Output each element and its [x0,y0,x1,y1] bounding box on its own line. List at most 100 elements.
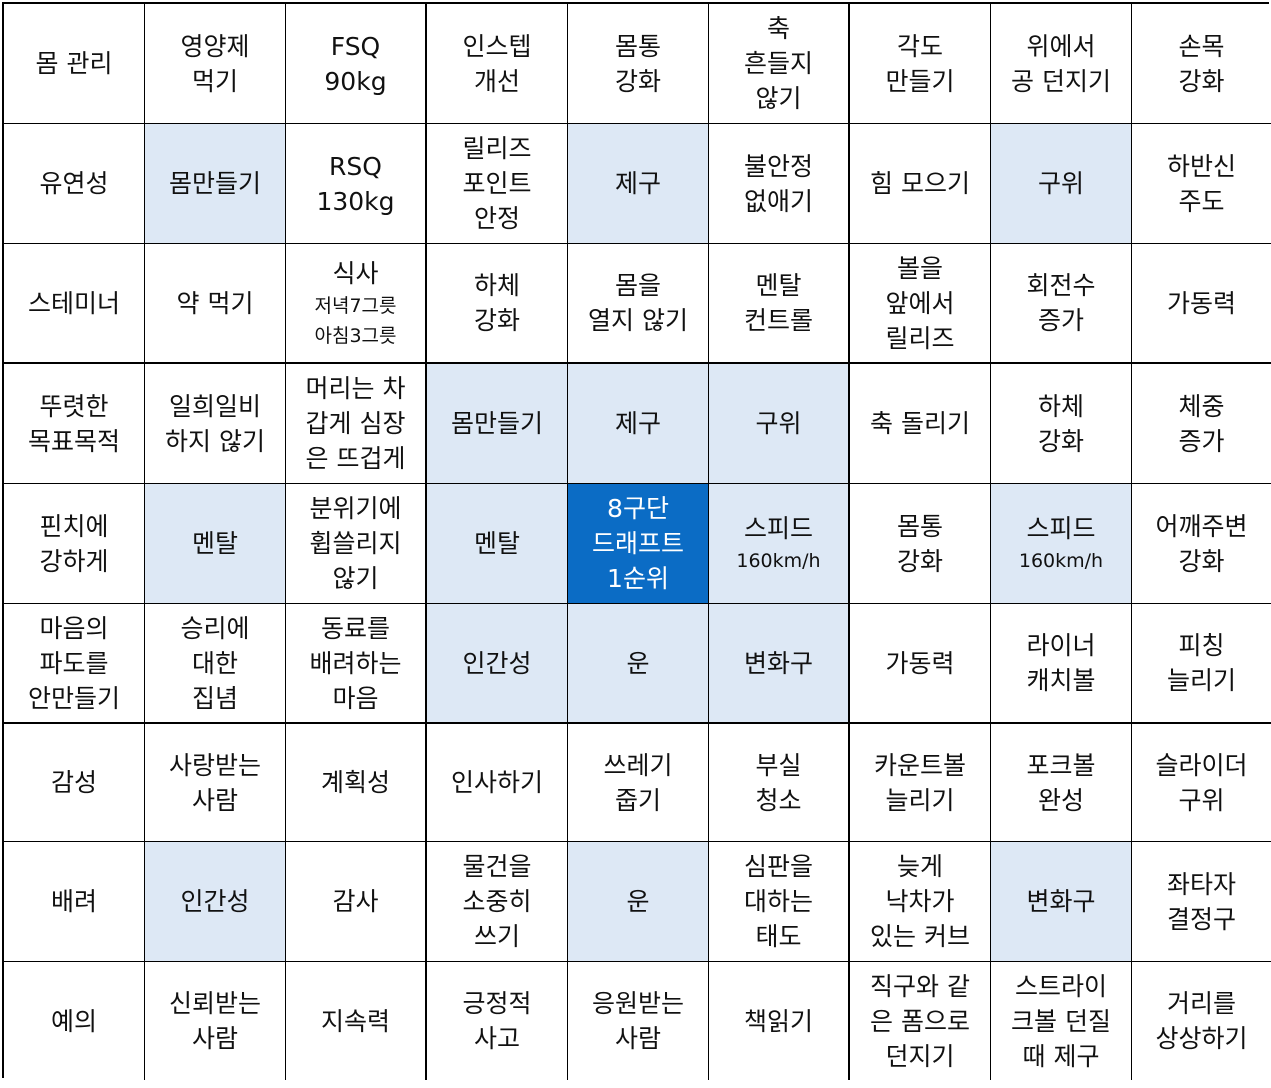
cell-text-line: 드래프트 [591,529,684,558]
action-item-cell: 약 먹기 [145,244,286,364]
cell-text-line: 몸만들기 [450,409,543,438]
sub-goal-cell: 구위 [991,124,1132,244]
cell-text-line: 릴리즈 [462,134,532,163]
cell-text-line: 늦게 [896,852,943,881]
cell-text-line: 아침3그릇 [314,324,397,347]
cell-text-line: 쓰기 [473,922,520,951]
cell-text-line: 위에서 [1026,31,1096,61]
cell-text-line: 태도 [755,922,802,951]
cell-text-line: 증가 [1178,426,1225,456]
cell-text-line: 마음의 [39,613,109,643]
action-item-cell: 지속력 [286,962,427,1080]
cell-text-line: 공 던지기 [1011,66,1111,96]
cell-text-line: 않기 [332,564,379,593]
cell-text-line: 심판을 [743,852,813,881]
cell-text-line: 사랑받는 [168,750,261,780]
cell-text-line: 하반신 [1166,151,1236,181]
cell-text-line: 부실 [755,750,802,780]
action-item-cell: 인사하기 [427,724,568,842]
cell-text-line: 있는 커브 [870,922,970,951]
sub-goal-cell: 인간성 [427,604,568,724]
action-item-cell: 유연성 [4,124,145,244]
sub-goal-cell: 몸만들기 [145,124,286,244]
cell-text-line: 계획성 [320,768,390,797]
cell-text-line: 유연성 [39,169,109,198]
cell-text-line: 스트라이 [1014,971,1107,1001]
cell-text-line: 식사 [332,258,379,288]
action-item-cell: 축 돌리기 [850,364,991,484]
cell-text-line: 대하는 [743,887,813,916]
action-item-cell: 감성 [4,724,145,842]
cell-text-line: 휩쓸리지 [309,529,402,558]
cell-text-line: 포인트 [462,169,532,198]
cell-text-line: 없애기 [743,186,813,216]
cell-text-line: 하지 않기 [165,426,265,456]
cell-text-line: 릴리즈 [885,323,955,353]
cell-text-line: 인스텝 [462,31,532,61]
cell-text-line: 제구 [614,409,661,438]
cell-text-line: 청소 [755,785,802,815]
action-item-cell: 계획성 [286,724,427,842]
cell-text-line: 90kg [324,66,387,96]
cell-text-line: 변화구 [1026,887,1096,916]
cell-text-line: 강화 [1037,426,1084,456]
cell-text-line: 인간성 [180,887,250,916]
sub-goal-cell: 구위 [709,364,850,484]
cell-text-line: 변화구 [743,648,813,678]
sub-goal-cell: 멘탈 [427,484,568,604]
cell-text-line: 피칭 [1178,631,1225,660]
cell-text-line: 어깨주변 [1155,511,1248,541]
cell-text-line: 완성 [1037,785,1084,815]
cell-text-line: 흔들지 [743,49,813,78]
cell-text-line: 카운트볼 [873,750,966,780]
cell-text-line: 던지기 [885,1041,955,1071]
cell-text-line: 긍정적 [462,989,532,1018]
cell-text-line: 축 [766,14,790,43]
cell-text-line: 직구와 같 [870,971,970,1001]
action-item-cell: 가동력 [850,604,991,724]
cell-text-line: 불안정 [743,151,813,181]
cell-text-line: 라이너 [1026,631,1096,660]
cell-text-line: 사람 [191,785,238,815]
cell-text-line: 힘 모으기 [870,169,970,198]
cell-text-line: 스피드 [1026,514,1096,543]
cell-text-line: 앞에서 [885,288,955,318]
cell-text-line: 물건을 [462,852,532,881]
cell-text-line: 주도 [1178,186,1225,216]
sub-goal-cell: 변화구 [709,604,850,724]
sub-goal-cell: 제구 [568,124,709,244]
action-item-cell: 배려 [4,842,145,962]
cell-text-line: 목표목적 [27,426,120,456]
action-item-cell: 책읽기 [709,962,850,1080]
cell-text-line: 크볼 던질 [1011,1006,1111,1036]
cell-text-line: 인사하기 [450,768,543,797]
cell-text-line: 배려하는 [309,648,402,678]
cell-text-line: 손목 [1178,31,1225,61]
